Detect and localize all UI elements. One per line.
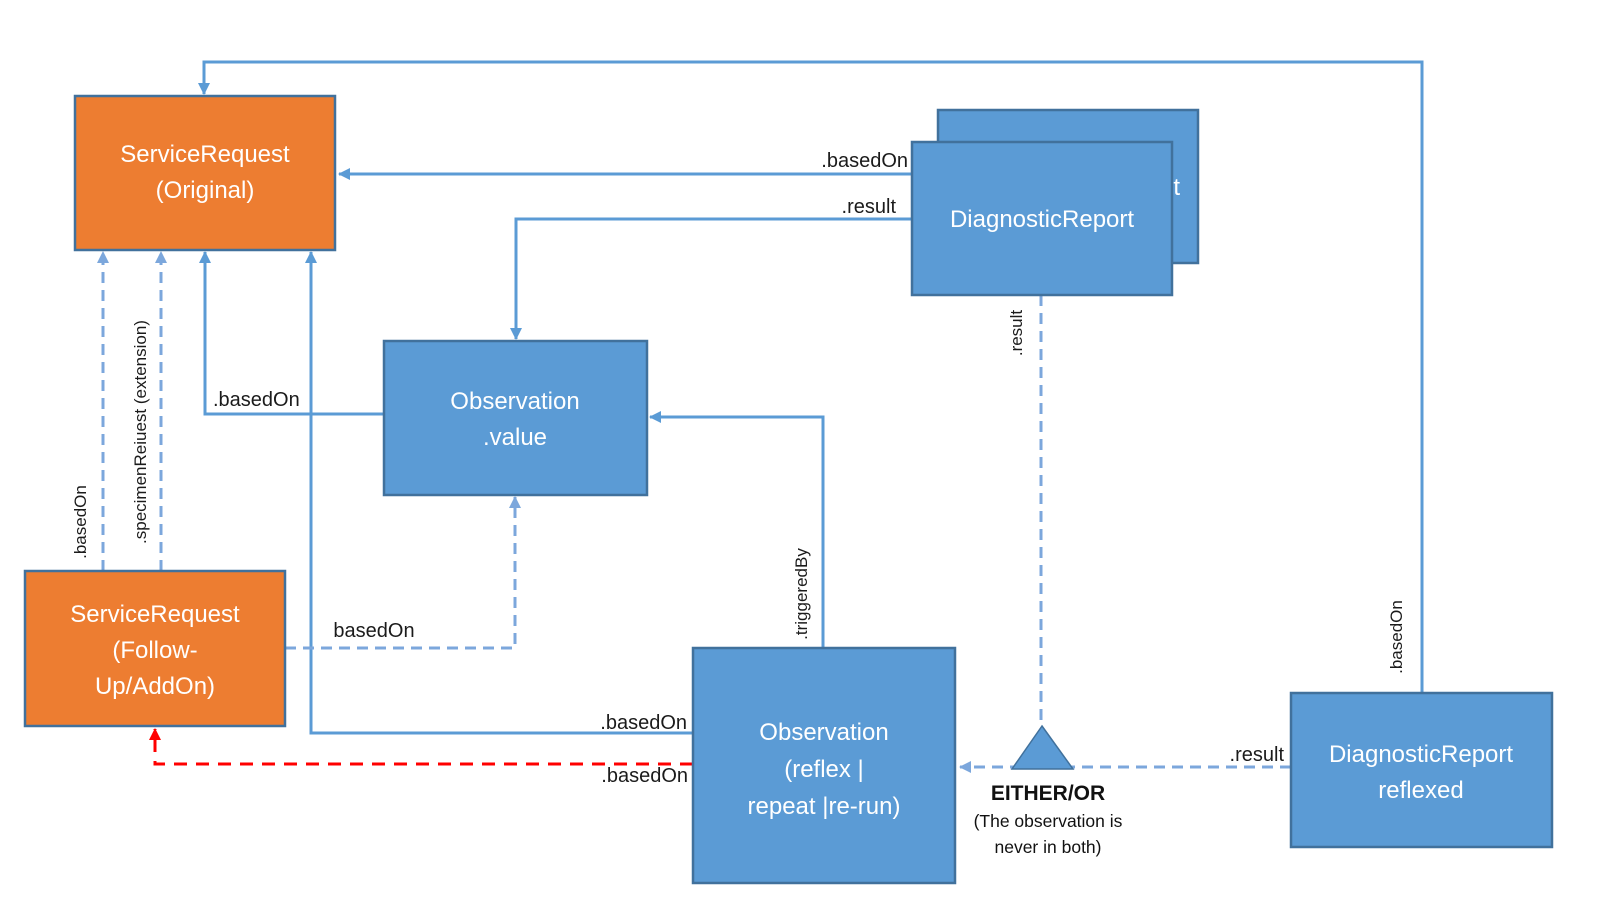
edge-red-basedon-line <box>149 728 693 766</box>
node-observation-reflex-label-line2: (reflex | <box>784 756 864 783</box>
node-observation-value-label-line2: .value <box>483 424 547 451</box>
either-or-title: EITHER/OR <box>991 782 1105 805</box>
edge-label-dr-basedon: .basedOn <box>821 150 908 172</box>
node-servicerequest-followup-box <box>23 569 287 728</box>
node-diagnosticreport-reflexed-box <box>1289 691 1554 849</box>
edge-label-obsvalue-basedon: .basedOn <box>213 389 300 411</box>
node-observation-value-box <box>382 339 649 497</box>
either-or-note-line2: never in both) <box>994 837 1101 857</box>
node-servicerequest-original-label-line2: (Original) <box>156 177 255 204</box>
node-servicerequest-original-label-line1: ServiceRequest <box>120 141 290 168</box>
node-observation-reflex-box <box>691 646 957 885</box>
edge-triggeredby-line <box>649 411 825 648</box>
node-diagnosticreport-reflexed-label-line2: reflexed <box>1378 777 1463 804</box>
edge-obsreflex-basedon-line <box>305 251 693 735</box>
edge-label-triggeredby: .triggeredBy <box>792 548 811 640</box>
node-diagnosticreport-reflexed-label-line1: DiagnosticReport <box>1329 741 1513 768</box>
either-or-annotation: EITHER/OR (The observation is never in b… <box>974 782 1123 857</box>
node-observation-reflex-label-line3: repeat |re-run) <box>748 793 901 820</box>
node-observation-reflex-label-line1: Observation <box>759 719 888 746</box>
either-or-triangle <box>1010 724 1075 770</box>
edge-followup-obsvalue-basedon-line <box>285 496 521 650</box>
node-servicerequest-original-box <box>73 94 337 252</box>
edge-reflexed-basedon-loop-line <box>198 60 1424 693</box>
edge-label-followup-obsvalue-basedon: basedOn <box>333 620 414 642</box>
node-servicerequest-followup-label-line3: Up/AddOn) <box>95 673 215 700</box>
node-servicerequest-followup-label-line1: ServiceRequest <box>70 601 240 628</box>
edge-label-reflexed-result: .result <box>1230 744 1285 766</box>
edge-dr-result-line <box>510 217 912 340</box>
node-observation-value-label-line1: Observation <box>450 388 579 415</box>
edge-label-specimen-extension: .specimenReiuest (extension) <box>131 320 150 544</box>
nodes: DiagnosticReport DiagnosticReport Servic… <box>23 94 1554 885</box>
edges <box>97 60 1424 773</box>
node-diagnosticreport-front-box <box>910 140 1174 297</box>
node-servicerequest-followup-label-line2: (Follow- <box>112 637 197 664</box>
node-diagnosticreport-front-label: DiagnosticReport <box>950 206 1134 233</box>
edge-label-red-basedon: .basedOn <box>601 765 688 787</box>
edge-label-reflexed-basedon-vertical: .basedOn <box>1387 600 1406 674</box>
either-or-note-line1: (The observation is <box>974 811 1123 831</box>
edge-obsvalue-basedon-line <box>199 251 384 416</box>
edge-label-dr-result: .result <box>842 196 897 218</box>
edge-label-dr-result-vertical: .result <box>1007 310 1026 357</box>
edge-label-obsreflex-basedon: .basedOn <box>600 712 687 734</box>
edge-labels: .basedOn .result .basedOn .basedOn based… <box>71 150 1406 787</box>
edge-label-followup-basedon-vertical: .basedOn <box>71 485 90 559</box>
